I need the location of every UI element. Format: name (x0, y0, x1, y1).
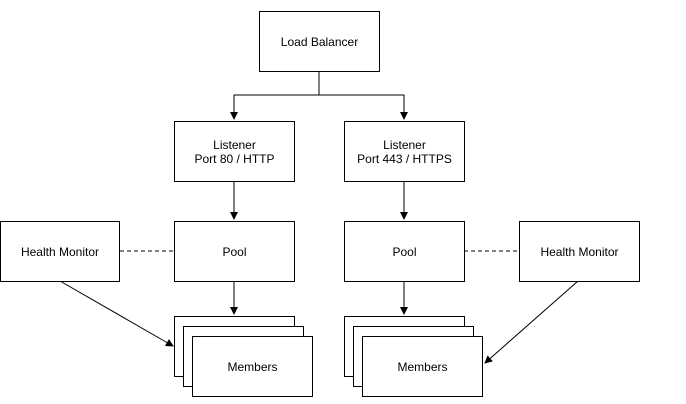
left-members-box: Members (192, 336, 313, 397)
lb-to-http-listener-arrow (230, 71, 320, 120)
right-health-monitor-to-members-arrow (484, 280, 579, 364)
http-listener-box: Listener Port 80 / HTTP (174, 121, 295, 182)
right-members-box: Members (362, 336, 483, 397)
right-members-label: Members (397, 359, 448, 374)
https-listener-label: Listener Port 443 / HTTPS (357, 137, 452, 166)
left-health-monitor-box: Health Monitor (0, 221, 120, 282)
left-health-monitor-label: Health Monitor (20, 244, 100, 259)
left-pool-label: Pool (222, 244, 247, 259)
right-pool-box: Pool (344, 221, 465, 282)
cropped-footer-text: ˌ, ˌ ˌ ˌ ˌ (0, 396, 37, 404)
left-members-label: Members (227, 359, 278, 374)
lb-to-https-listener-arrow (319, 94, 408, 120)
https-listener-box: Listener Port 443 / HTTPS (344, 121, 465, 182)
right-pool-label: Pool (392, 244, 417, 259)
load-balancer-box: Load Balancer (259, 11, 380, 72)
right-health-monitor-label: Health Monitor (540, 244, 619, 259)
load-balancer-label: Load Balancer (280, 34, 359, 49)
http-listener-label: Listener Port 80 / HTTP (194, 137, 275, 166)
right-health-monitor-box: Health Monitor (519, 221, 640, 282)
left-pool-box: Pool (174, 221, 295, 282)
left-health-monitor-to-members-arrow (59, 280, 174, 347)
